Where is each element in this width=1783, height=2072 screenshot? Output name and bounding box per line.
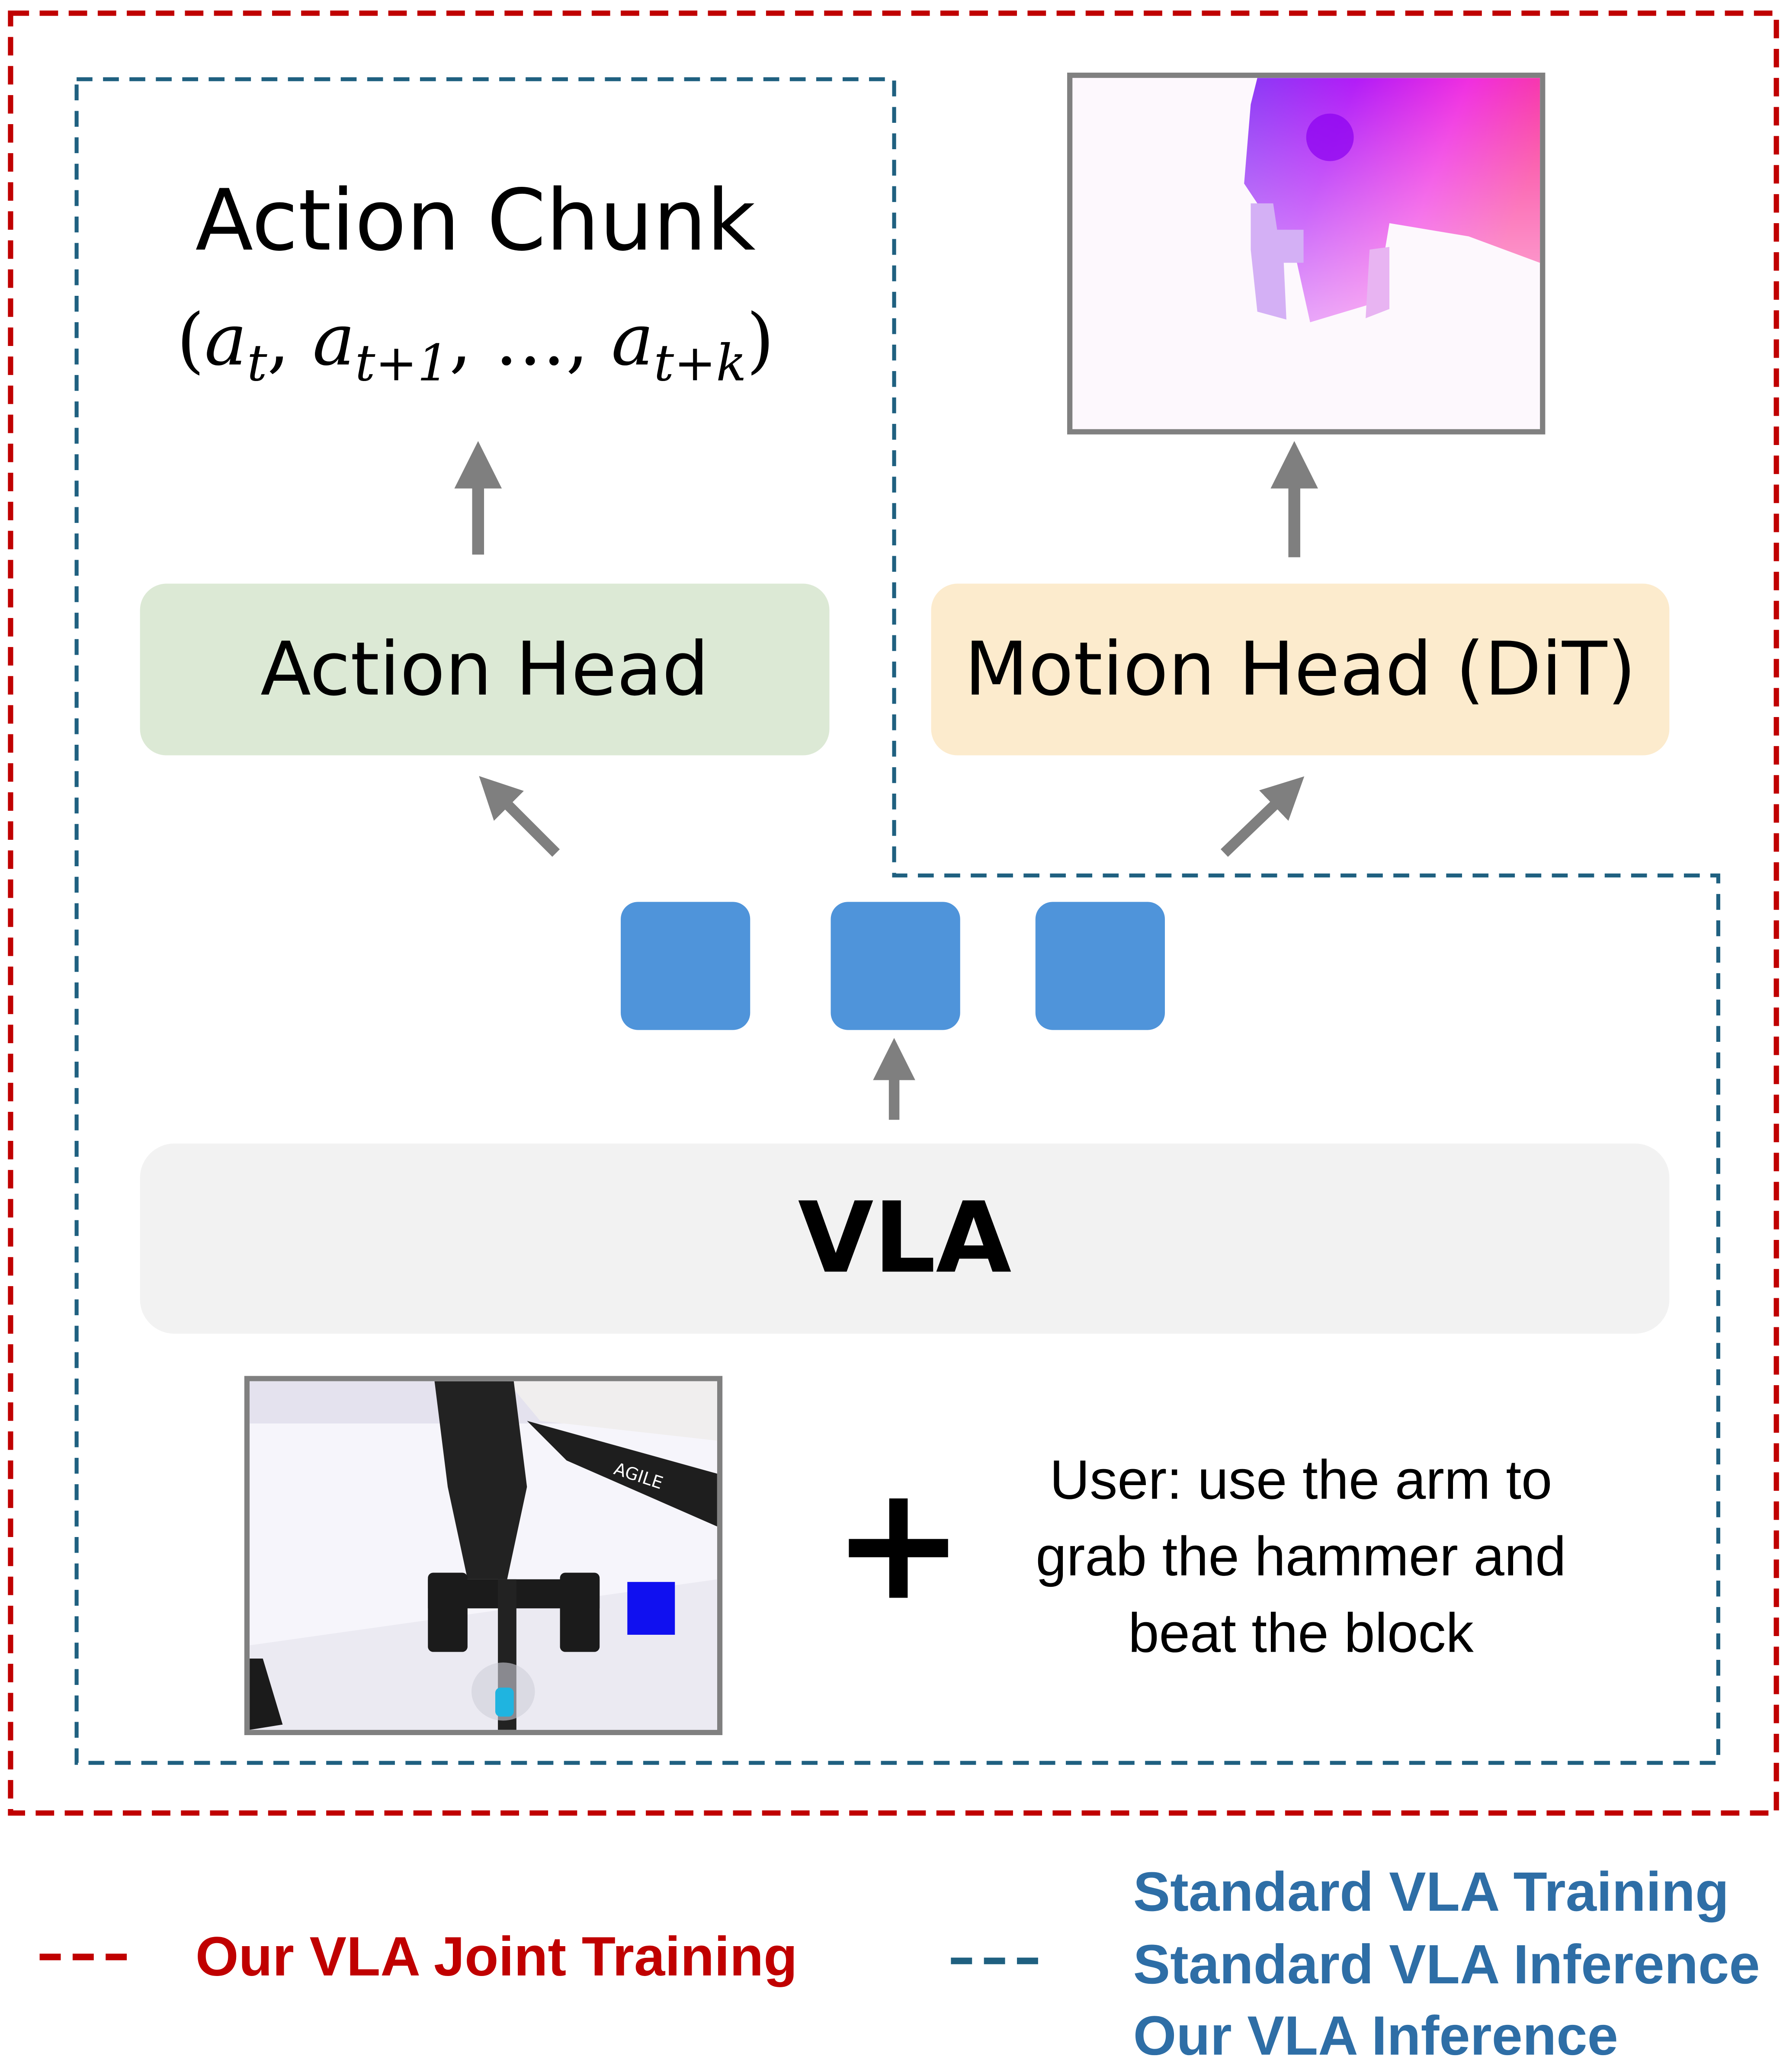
arrow-to-motion-head (1220, 776, 1305, 857)
latent-token-3 (1035, 902, 1165, 1030)
legend-joint-training-label: Our VLA Joint Training (195, 1925, 798, 1988)
motion-flow-graphic (1244, 78, 1540, 323)
motion-head-dit: Motion Head (DiT) (931, 583, 1670, 756)
legend-standard-inference-label: Standard VLA Inference (1133, 1933, 1760, 1995)
instruction-line: grab the hammer and (1036, 1525, 1566, 1588)
motion-head-label: Motion Head (DiT) (964, 626, 1636, 713)
action-head: Action Head (140, 583, 830, 756)
plus-sign: + (832, 1452, 965, 1636)
latent-token-1 (621, 902, 750, 1030)
robot-observation-image: AGILE (244, 1376, 723, 1736)
robot-scene-graphic: AGILE (250, 1381, 717, 1730)
arrow-to-action-head (479, 776, 560, 857)
instruction-line: beat the block (1128, 1601, 1474, 1664)
instruction-line: User: use the arm to (1049, 1448, 1552, 1511)
standard-boundary (74, 77, 1720, 1765)
action-chunk-formula: (at, at+1, …, at+k) (176, 298, 774, 392)
joint-training-boundary (8, 10, 1779, 1816)
vla-model: VLA (140, 1143, 1670, 1334)
latent-token-2 (831, 902, 960, 1030)
legend-standard-training-label: Standard VLA Training (1133, 1861, 1729, 1923)
action-head-label: Action Head (260, 626, 709, 713)
motion-flow-image (1067, 72, 1546, 435)
language-instruction: User: use the arm to grab the hammer and… (977, 1442, 1624, 1672)
vla-label: VLA (798, 1182, 1012, 1296)
legend-our-inference-label: Our VLA Inference (1133, 2004, 1618, 2067)
action-chunk-title: Action Chunk (195, 173, 756, 271)
